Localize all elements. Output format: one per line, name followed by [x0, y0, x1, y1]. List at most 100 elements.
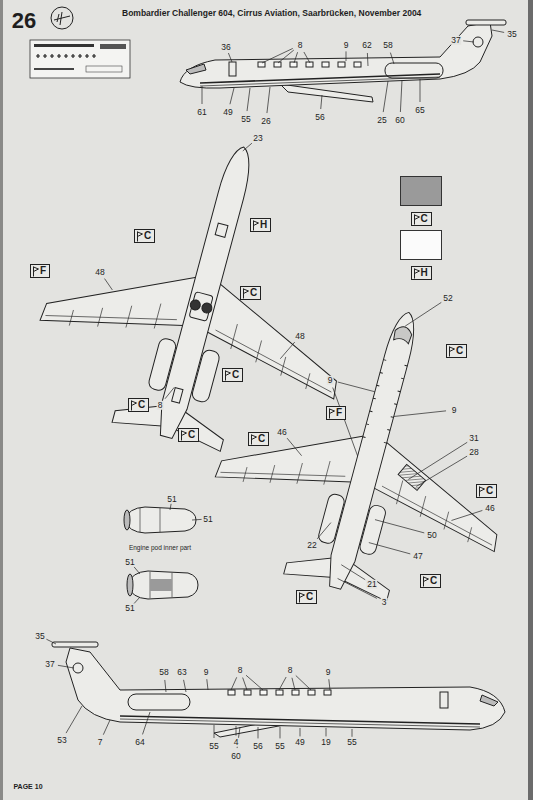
leader-line [375, 520, 424, 533]
leader-line [105, 279, 113, 290]
callout-number: 35 [506, 30, 517, 39]
paint-code: C [447, 345, 466, 357]
leader-line [243, 678, 247, 690]
callout-number: 9 [325, 668, 332, 677]
color-swatch [400, 176, 442, 206]
leader-line [352, 729, 353, 737]
callout-number: 56 [252, 742, 263, 751]
callout-number: 9 [451, 406, 458, 415]
callout-number: 58 [158, 668, 169, 677]
leader-line [294, 52, 298, 63]
paint-flag: C [476, 484, 497, 498]
callout-number: 60 [230, 752, 241, 761]
leader-line [184, 680, 186, 692]
callout-number: 8 [287, 666, 294, 675]
paint-code: C [297, 591, 316, 603]
leader-line [321, 95, 322, 109]
callout-number: 55 [240, 115, 251, 124]
callout-number: 25 [376, 116, 387, 125]
paint-flag: C [128, 398, 149, 412]
leader-line [394, 411, 446, 417]
leader-line [165, 387, 174, 398]
leader-line [420, 79, 421, 102]
leader-line [192, 519, 202, 521]
leader-line [463, 41, 474, 42]
decal-sheet-thumbnail [30, 40, 130, 78]
paint-code: H [251, 219, 270, 231]
callout-number: 37 [44, 660, 55, 669]
callout-number: 51 [202, 515, 213, 524]
leader-line [262, 48, 293, 63]
color-key: C [400, 176, 442, 226]
callout-number: 55 [208, 742, 219, 751]
callout-number: 61 [196, 108, 207, 117]
leader-line [231, 677, 237, 690]
paint-code: C [421, 575, 440, 587]
callout-number: 4 [233, 738, 240, 747]
leader-line [416, 456, 467, 486]
callout-number: 51 [166, 495, 177, 504]
paint-flag: C [411, 212, 432, 226]
leader-line [300, 728, 301, 736]
paint-flag: F [30, 264, 50, 278]
table-edge [0, 0, 3, 800]
leader-line [207, 679, 208, 690]
callout-number: 56 [314, 113, 325, 122]
leader-line [451, 510, 482, 520]
flag-icon [180, 430, 187, 441]
callout-number: 60 [394, 116, 405, 125]
flag-icon [413, 268, 420, 279]
callout-number: 26 [260, 117, 271, 126]
leader-line [338, 578, 377, 598]
underside-view [19, 108, 390, 476]
paint-flag: C [178, 428, 199, 442]
paint-flag: C [420, 574, 441, 588]
leader-line [369, 543, 410, 554]
flag-icon [298, 592, 305, 603]
leader-line [287, 438, 302, 456]
leader-line [278, 50, 294, 63]
paint-flag: C [296, 590, 317, 604]
callout-number: 50 [426, 531, 437, 540]
leader-lines [46, 30, 504, 748]
flag-icon [422, 576, 429, 587]
paint-flag: C [248, 432, 269, 446]
paint-code: C [249, 433, 268, 445]
callout-number: 46 [276, 428, 287, 437]
top-view [196, 275, 533, 625]
callout-number: 8 [157, 401, 164, 410]
flag-icon [413, 214, 420, 225]
color-key: H [400, 230, 442, 280]
flag-icon [32, 266, 39, 277]
leader-line [267, 87, 270, 113]
paint-code: H [412, 267, 431, 279]
callout-number: 37 [450, 36, 461, 45]
callout-number: 49 [222, 108, 233, 117]
side-view-left [52, 642, 505, 737]
leader-line [326, 728, 327, 736]
callout-number: 7 [97, 738, 104, 747]
leader-line [170, 503, 171, 510]
leader-line [258, 727, 259, 738]
flag-icon [252, 220, 259, 231]
flag-icon [130, 400, 137, 411]
callout-number: 28 [468, 448, 479, 457]
callout-number: 8 [297, 41, 304, 50]
leader-line [143, 712, 150, 734]
callout-number: 8 [237, 666, 244, 675]
paint-flag: C [134, 229, 155, 243]
leader-line [383, 81, 388, 112]
caption-note: Engine pod inner part [128, 545, 192, 552]
table-edge [528, 0, 533, 800]
leader-line [400, 80, 402, 112]
paint-flag: C [446, 344, 467, 358]
paint-code: F [327, 407, 345, 419]
page-number: PAGE 10 [12, 783, 43, 790]
paint-code: C [477, 485, 496, 497]
leader-line [66, 706, 82, 733]
callout-number: 9 [327, 376, 334, 385]
callout-number: 31 [468, 434, 479, 443]
engine-pods [124, 507, 198, 599]
callout-number: 51 [124, 558, 135, 567]
leader-line [333, 388, 358, 456]
